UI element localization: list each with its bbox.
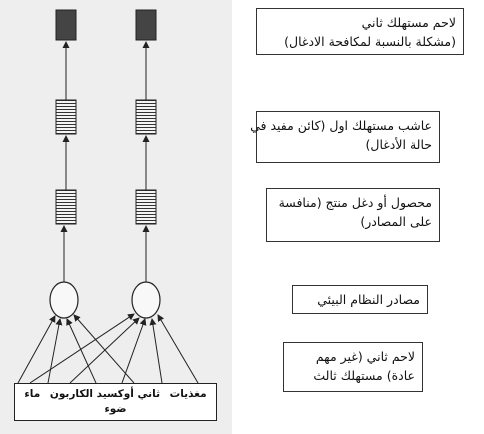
producer-line1: محصول أو دغل منتج (منافسة bbox=[278, 195, 432, 210]
resource-co2-label: ثاني أوكسيد الكاربون bbox=[49, 388, 161, 400]
producer-line2: على المصادر) bbox=[360, 214, 432, 229]
secondary-predator-line2: (مشكلة بالنسبة لمكافحة الادغال) bbox=[284, 34, 456, 49]
tertiary-predator-label: لاحم ثاني (غير مهم عادة) مستهلك ثالث bbox=[283, 342, 423, 392]
producer-box-left bbox=[55, 189, 77, 225]
resource-arrows-left bbox=[17, 314, 135, 384]
herbivore-box-right bbox=[135, 99, 157, 135]
tertiary-predator-line1: لاحم ثاني (غير مهم bbox=[315, 349, 415, 364]
ecosystem-resources-line1: مصادر النظام البيئي bbox=[317, 292, 420, 307]
herbivore-box-left bbox=[55, 99, 77, 135]
food-chain-diagram bbox=[17, 9, 199, 384]
primary-consumer-line1: عاشب مستهلك اول (كائن مفيد في bbox=[250, 118, 432, 133]
resource-water-label: ماء bbox=[24, 388, 41, 400]
secondary-predator-label: لاحم مستهلك ثاني (مشكلة بالنسبة لمكافحة … bbox=[256, 8, 464, 55]
primary-consumer-line2: حالة الأدغال) bbox=[365, 137, 433, 152]
secondary-predator-line1: لاحم مستهلك ثاني bbox=[361, 15, 456, 30]
resource-nutrients-label: مغذيات bbox=[169, 388, 207, 400]
primary-consumer-label: عاشب مستهلك اول (كائن مفيد في حالة الأدغ… bbox=[250, 111, 440, 163]
ecosystem-resources-label: مصادر النظام البيئي bbox=[292, 285, 428, 314]
resource-labels-box: مغذيات ثاني أوكسيد الكاربون ماء ضوء bbox=[14, 383, 217, 421]
resource-node-right bbox=[131, 281, 161, 319]
producer-box-right bbox=[135, 189, 157, 225]
top-predator-box-right bbox=[135, 9, 157, 41]
resource-node-left bbox=[49, 281, 79, 319]
diagram-scan-background bbox=[0, 0, 232, 434]
top-predator-box-left bbox=[55, 9, 77, 41]
tertiary-predator-line2: عادة) مستهلك ثالث bbox=[313, 368, 415, 383]
producer-label: محصول أو دغل منتج (منافسة على المصادر) bbox=[266, 188, 440, 242]
resource-arrows-right bbox=[29, 313, 199, 384]
resource-light-label: ضوء bbox=[104, 403, 127, 415]
